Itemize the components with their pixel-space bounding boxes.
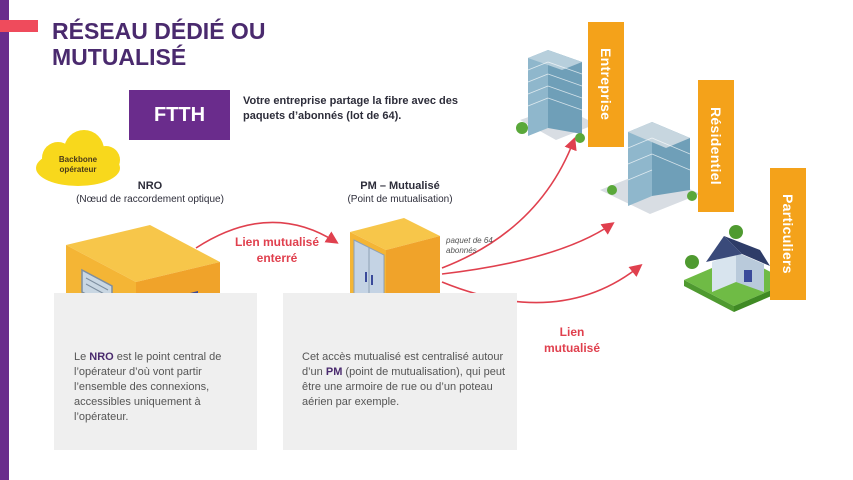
nro-subtitle: (Nœud de raccordement optique) xyxy=(76,194,224,205)
pm-info-panel xyxy=(283,293,517,450)
lien-enterre-label: Lien mutualisé enterré xyxy=(234,235,320,265)
backbone-label: Backbone opérateur xyxy=(58,155,98,174)
ftth-description: Votre entreprise partage la fibre avec d… xyxy=(243,95,458,122)
label-particuliers: Particuliers xyxy=(770,168,806,300)
ftth-badge: FTTH xyxy=(129,90,230,140)
left-accent-bar xyxy=(0,0,9,480)
nro-title: NRO xyxy=(137,180,163,192)
link-arrows xyxy=(195,137,643,304)
house-icon xyxy=(684,225,790,312)
paquet-label: paquet de 64 abonnés xyxy=(446,236,493,255)
label-entreprise: Entreprise xyxy=(588,22,624,147)
lien-mutualise-label: Lien mutualisé xyxy=(543,325,600,355)
nro-bold-term: NRO xyxy=(89,351,114,363)
backbone-cloud-icon xyxy=(36,130,120,186)
page-title: RÉSEAU DÉDIÉ OU MUTUALISÉ xyxy=(52,18,266,70)
pm-title: PM – Mutualisé xyxy=(360,180,440,192)
corner-accent xyxy=(0,20,38,32)
residential-building-icon xyxy=(600,122,700,214)
pm-bold-term: PM xyxy=(325,366,343,378)
nro-description: Le NRO est le point central de l’opérate… xyxy=(74,351,222,423)
enterprise-building-icon xyxy=(516,50,596,143)
pm-description: Cet accès mutualisé est centralisé autou… xyxy=(302,351,506,408)
nro-info-panel xyxy=(54,293,257,450)
pm-subtitle: (Point de mutualisation) xyxy=(347,194,453,205)
label-residentiel: Résidentiel xyxy=(698,80,734,212)
